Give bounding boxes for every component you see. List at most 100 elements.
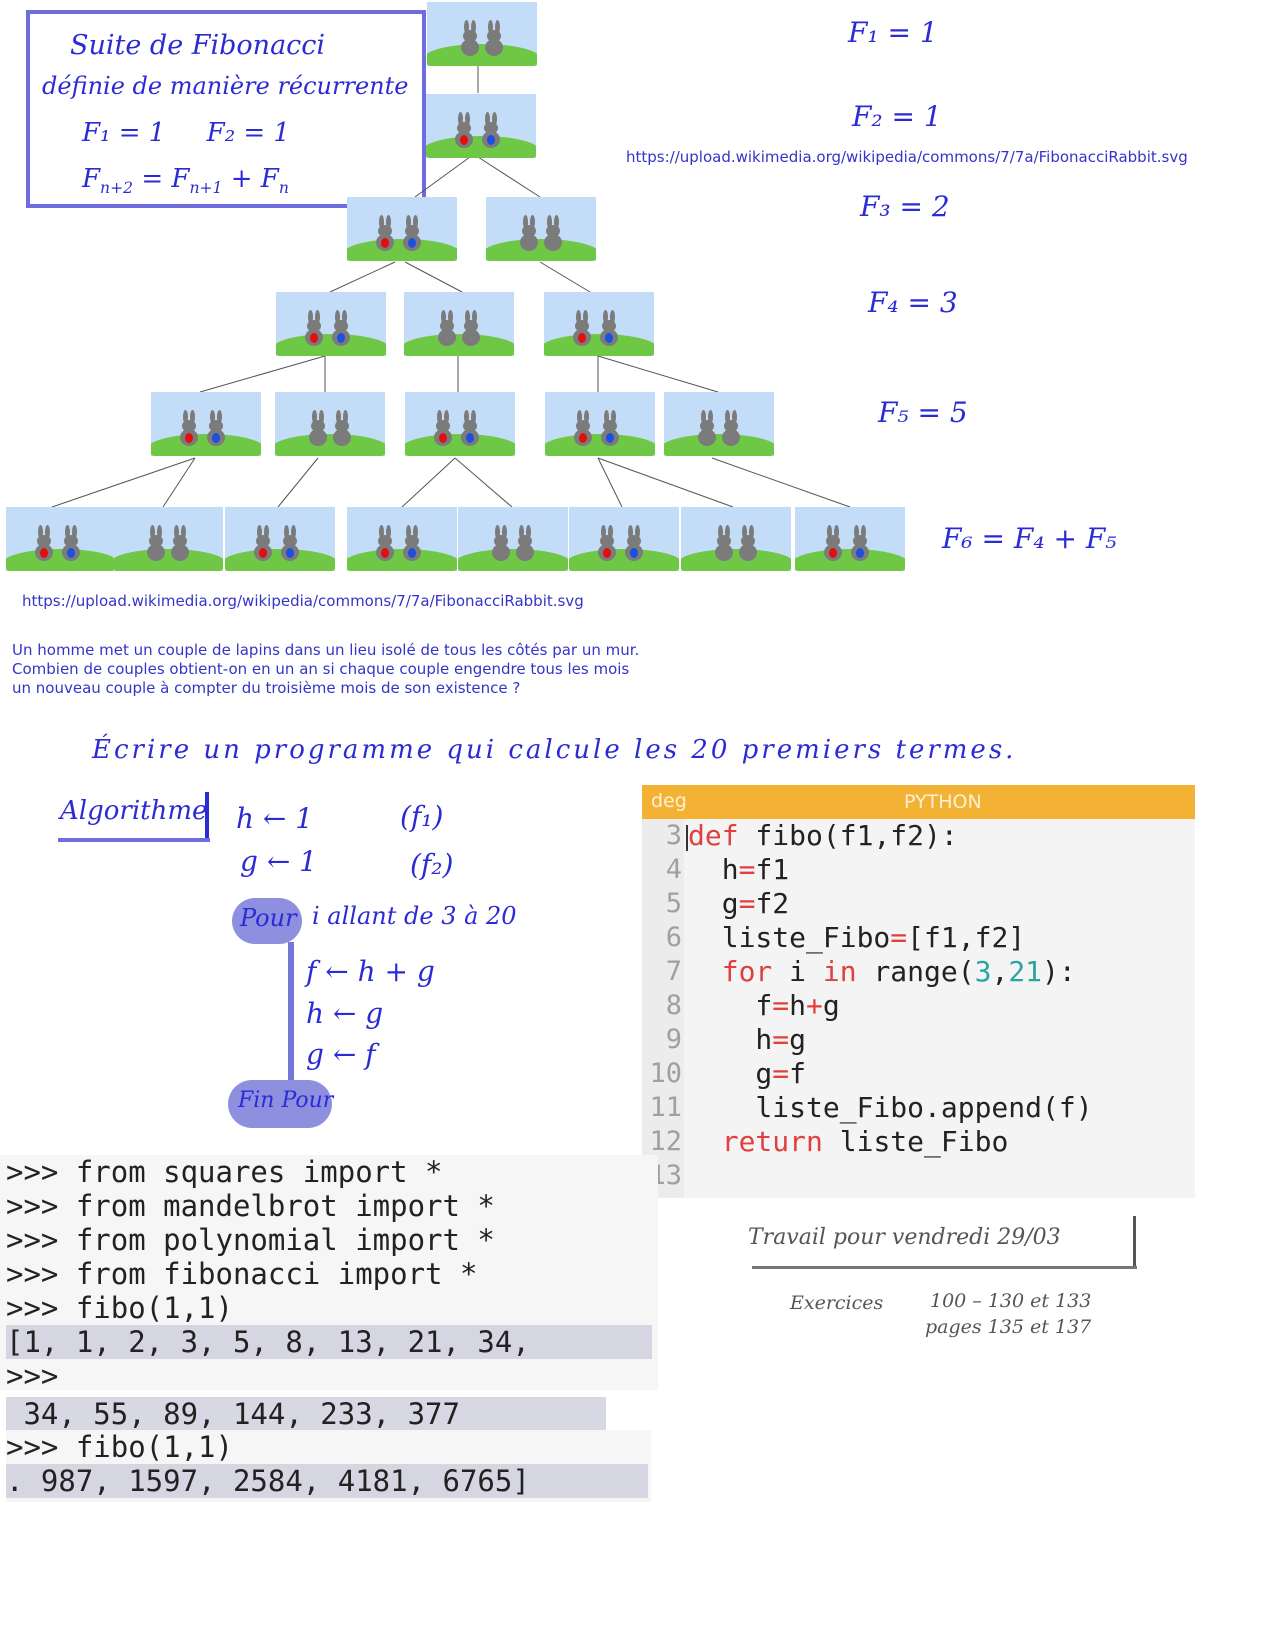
definition-initial-values: F₁ = 1 F₂ = 1 (82, 118, 290, 148)
rabbit-icon (253, 525, 273, 561)
code-line[interactable]: h=f1 (688, 853, 790, 886)
rabbit-icon (599, 310, 619, 346)
console-output-text: 34, 55, 89, 144, 233, 377 (6, 1397, 460, 1431)
rabbit-pair-picture (275, 392, 385, 456)
recurrence-term: = F (133, 164, 190, 194)
definition-title: Suite de Fibonacci (70, 30, 326, 61)
algo-g-init: g ← 1 (240, 845, 317, 878)
rabbit-pair-picture (347, 197, 457, 261)
code-line[interactable]: h=g (688, 1023, 807, 1056)
line-number: 3 (665, 820, 682, 851)
rabbit-pair-picture (113, 507, 223, 571)
rabbit-pair-picture (544, 292, 654, 356)
rabbit-icon (304, 310, 324, 346)
editor-gutter (642, 819, 684, 1198)
definition-f1: F₁ = 1 (82, 118, 166, 148)
rabbit-pair-picture (681, 507, 791, 571)
rabbit-icon (170, 525, 190, 561)
recurrence-index: n+1 (189, 179, 223, 198)
problem-line: un nouveau couple à compter du troisième… (12, 679, 521, 697)
console-prompt[interactable]: >>> (6, 1359, 59, 1390)
rabbit-icon (61, 525, 81, 561)
recurrence-index: n (278, 179, 289, 198)
rabbit-icon (402, 525, 422, 561)
homework-underline (752, 1266, 1137, 1269)
rabbit-icon (179, 410, 199, 446)
line-number: 7 (665, 956, 682, 987)
source-url-top[interactable]: https://upload.wikimedia.org/wikipedia/c… (626, 148, 1188, 166)
rabbit-pair-picture (545, 392, 655, 456)
rabbit-pair-picture (486, 197, 596, 261)
rabbit-pair-picture (458, 507, 568, 571)
algorithm-title-underline (58, 838, 210, 842)
rabbit-icon (515, 525, 535, 561)
code-line[interactable]: f=h+g (688, 989, 840, 1022)
rabbit-icon (600, 410, 620, 446)
rabbit-icon (460, 410, 480, 446)
code-line[interactable]: liste_Fibo.append(f) (688, 1091, 1093, 1124)
rabbit-icon (697, 410, 717, 446)
problem-line: Combien de couples obtient-on en un an s… (12, 660, 630, 678)
pour-highlight (232, 898, 302, 944)
algo-g-note: (f₂) (410, 848, 454, 881)
text-cursor (686, 825, 688, 851)
rabbit-icon (481, 112, 501, 148)
rabbit-icon (433, 410, 453, 446)
line-number: 8 (665, 990, 682, 1021)
fib-f1: F₁ = 1 (848, 16, 938, 49)
homework-exercise-numbers: 100 – 130 et 133 (930, 1290, 1092, 1312)
rabbit-pair-picture (569, 507, 679, 571)
console-output: [1, 1, 2, 3, 5, 8, 13, 21, 34, (6, 1325, 652, 1359)
console-output-3: . 987, 1597, 2584, 4181, 6765] (6, 1464, 648, 1498)
rabbit-icon (714, 525, 734, 561)
line-number: 4 (665, 854, 682, 885)
editor-header: deg PYTHON (642, 785, 1195, 819)
python-console-2[interactable]: >>> fibo(1,1) . 987, 1597, 2584, 4181, 6… (6, 1430, 651, 1502)
homework-pages: pages 135 et 137 (925, 1316, 1092, 1338)
rabbit-pair-picture (664, 392, 774, 456)
rabbit-icon (375, 525, 395, 561)
editor-language: PYTHON (904, 791, 982, 813)
algorithm-title: Algorithme (60, 796, 208, 826)
code-line[interactable]: liste_Fibo=[f1,f2] (688, 921, 1026, 954)
rabbit-icon (308, 410, 328, 446)
algo-step-h: h ← g (306, 997, 384, 1030)
rabbit-icon (572, 310, 592, 346)
rabbit-icon (437, 310, 457, 346)
rabbit-icon (375, 215, 395, 251)
code-line[interactable]: for i in range(3,21): (721, 955, 1076, 988)
code-line[interactable]: g=f (688, 1057, 807, 1090)
definition-recurrence: Fn+2 = Fn+1 + Fn (82, 164, 289, 197)
editor-mode[interactable]: deg (651, 790, 687, 812)
definition-f2: F₂ = 1 (206, 118, 290, 148)
problem-line: Un homme met un couple de lapins dans un… (12, 641, 640, 659)
source-url-bottom[interactable]: https://upload.wikimedia.org/wikipedia/c… (22, 592, 584, 610)
code-line[interactable]: def fibo(f1,f2): (688, 819, 958, 852)
code-line[interactable]: return liste_Fibo (721, 1125, 1009, 1158)
line-number: 11 (649, 1092, 682, 1123)
rabbit-pair-picture (426, 94, 536, 158)
homework-exercises-label: Exercices (790, 1292, 884, 1314)
python-console[interactable]: >>> from squares import * >>> from mande… (0, 1155, 658, 1390)
console-output-2: 34, 55, 89, 144, 233, 377 (6, 1397, 606, 1431)
fib-f4: F₄ = 3 (868, 286, 958, 319)
line-number: 9 (665, 1024, 682, 1055)
rabbit-pair-picture (404, 292, 514, 356)
console-line: >>> from fibonacci import * (6, 1257, 478, 1291)
algo-fin-pour: Fin Pour (238, 1088, 334, 1113)
rabbit-icon (624, 525, 644, 561)
algo-h-note: (f₁) (400, 800, 444, 833)
rabbit-icon (402, 215, 422, 251)
rabbit-icon (331, 310, 351, 346)
fib-f2: F₂ = 1 (852, 100, 942, 133)
console-line: >>> from polynomial import * (6, 1223, 495, 1257)
homework-bracket (1133, 1216, 1136, 1266)
algorithm-title-bracket (205, 792, 209, 842)
console-line: >>> fibo(1,1) (6, 1291, 233, 1325)
line-number: 5 (665, 888, 682, 919)
code-line[interactable]: g=f2 (688, 887, 790, 920)
rabbit-icon (484, 20, 504, 56)
fin-pour-highlight (228, 1080, 332, 1128)
rabbit-icon (850, 525, 870, 561)
